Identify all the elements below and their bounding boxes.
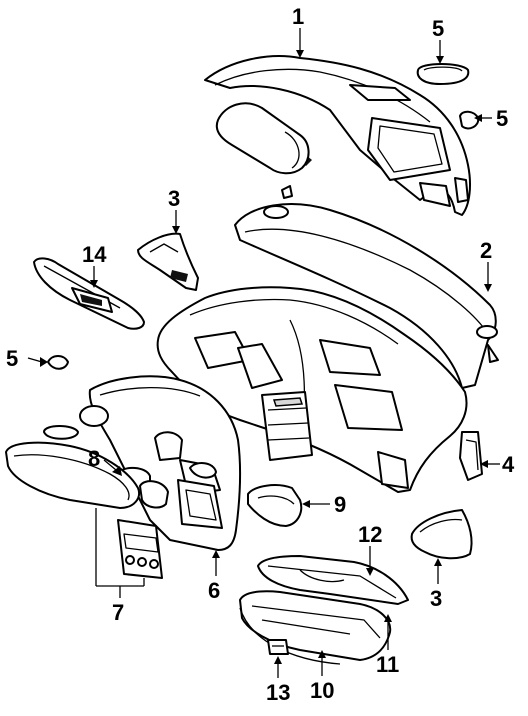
part-4-bracket [459,431,483,481]
callout-8: 8 [88,446,100,471]
part-13-clip [267,639,289,655]
part-6-cluster-bezel [79,375,242,551]
callout-5-top: 5 [432,16,444,41]
callout-2: 2 [480,238,492,263]
callout-3-lower: 3 [430,586,442,611]
part-3-end-cap-right [410,509,473,560]
callout-9: 9 [334,492,346,517]
airbag-module [215,102,310,199]
callout-6: 6 [208,578,220,603]
part-9-vent [247,484,303,527]
part-7-cluster-trim [5,441,163,579]
callout-14: 14 [82,242,107,267]
main-instrument-panel-retainer [156,286,468,493]
callout-13: 13 [266,680,290,705]
leader-lines [27,28,500,678]
callout-5-left: 5 [6,346,18,371]
callout-12: 12 [358,522,382,547]
callout-1: 1 [292,4,304,29]
part-5-left-clip [47,355,69,370]
callout-10: 10 [310,678,334,703]
part-5-top-pad [416,63,470,85]
callout-11: 11 [376,652,399,677]
part-11-glove-box-door [239,590,392,661]
part-1-upper-pad [204,55,471,216]
callout-3-upper: 3 [168,186,180,211]
part-3-end-cap-left [137,232,199,291]
part-14-left-vent [33,257,145,330]
callout-4: 4 [502,452,515,477]
callout-7: 7 [112,600,124,625]
part-5-right-clip [459,110,480,130]
callout-5-right: 5 [496,106,508,131]
part-2-dash-top-panel [234,203,499,389]
